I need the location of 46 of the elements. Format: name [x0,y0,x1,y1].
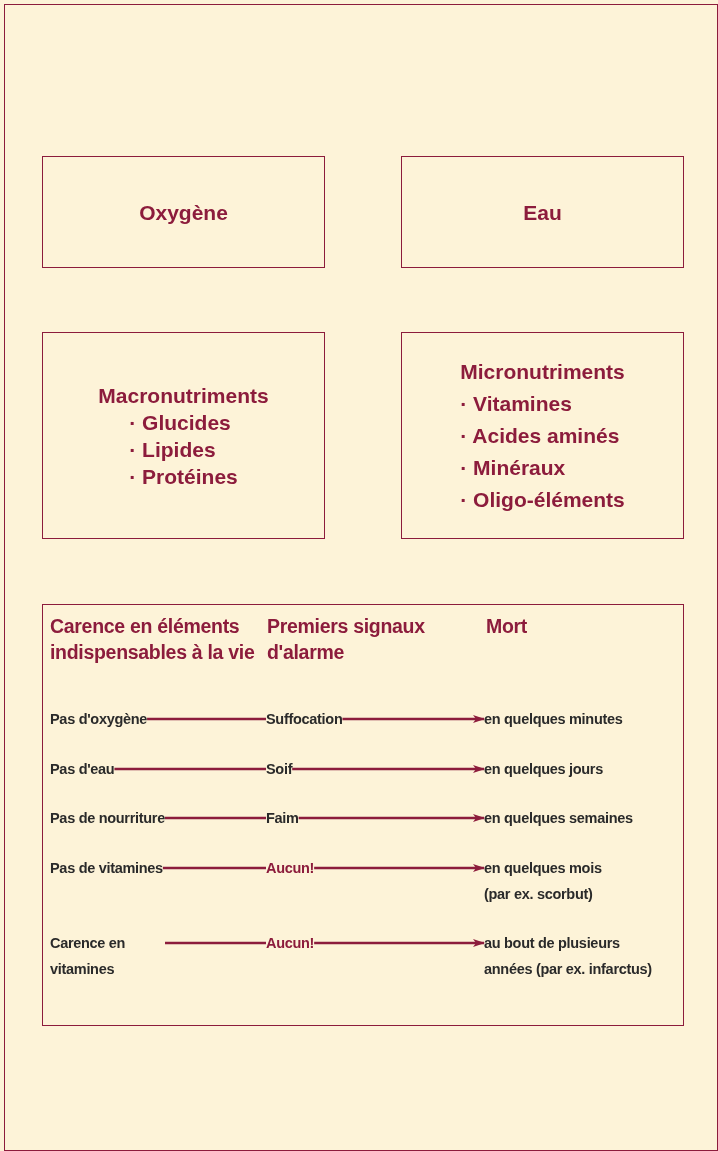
arrow [292,765,485,773]
nutrient-box [42,332,325,539]
outcome-label: (par ex. scorbut) [484,885,594,904]
list-item: · Vitamines [460,390,572,417]
arrow [314,864,485,872]
deficiency-label: Pas de vitamines [50,859,163,878]
outcome-label: au bout de plusieurs [484,934,621,953]
column-header: Premiers signaux d'alarme [267,614,426,665]
table-panel [42,604,684,1026]
outcome-label: années (par ex. infarctus) [484,960,652,979]
dash-connector [165,941,266,945]
box-title: Micronutriments [460,358,625,385]
nutrient-box [42,156,325,268]
box-title: Oxygène [139,199,228,226]
symptom-label: Soif [266,760,293,779]
outcome-label: en quelques minutes [484,710,623,729]
deficiency-label: Pas de nourriture [50,809,165,828]
dash-connector [162,866,266,870]
nutrient-box [401,156,684,268]
outcome-label: en quelques mois [484,859,602,878]
deficiency-label: Pas d'oxygène [50,710,148,729]
dash-connector [147,717,266,721]
list-item: · Oligo-éléments [460,486,625,513]
list-item: · Acides aminés [460,422,620,449]
outcome-label: en quelques semaines [484,809,633,828]
nutrient-box [401,332,684,539]
arrow [298,814,485,822]
deficiency-label: Carence en vitamines [50,934,127,979]
arrow [342,715,485,723]
outcome-label: en quelques jours [484,760,603,779]
dash-connector [114,767,266,771]
arrow [314,939,485,947]
symptom-label: Suffocation [266,710,343,729]
list-item: · Lipides [129,436,216,463]
list-item: · Protéines [129,463,238,490]
deficiency-label: Pas d'eau [50,760,115,779]
column-header: Carence en éléments indispensables à la vie [50,614,255,665]
column-header: Mort [486,614,529,639]
box-title: Macronutriments [98,382,269,409]
box-title: Eau [523,199,562,226]
list-item: · Glucides [129,409,231,436]
symptom-label: Aucun! [266,934,315,953]
dash-connector [164,816,266,820]
symptom-label: Faim [266,809,299,828]
list-item: · Minéraux [460,454,566,481]
symptom-label: Aucun! [266,859,315,878]
